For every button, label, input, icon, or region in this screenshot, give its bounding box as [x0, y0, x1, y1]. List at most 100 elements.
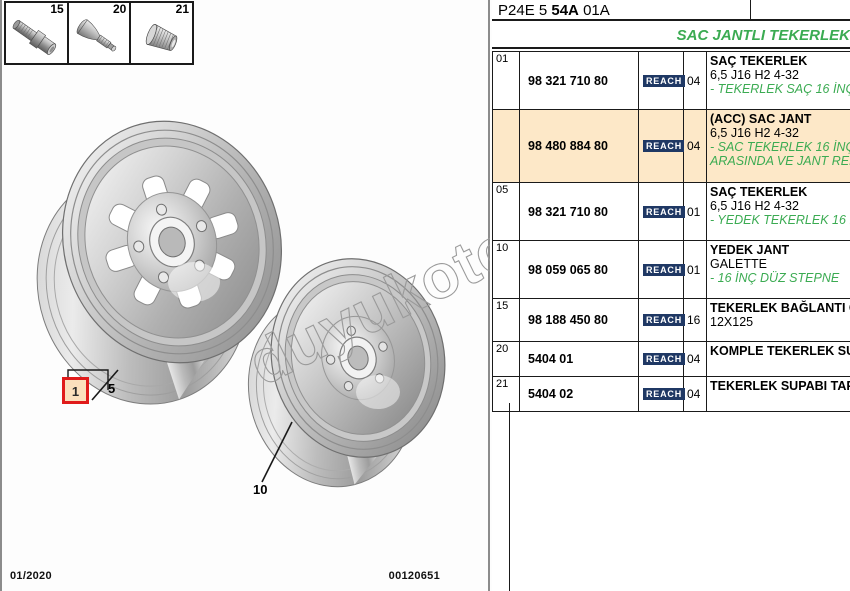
callout-bracket: [67, 369, 109, 390]
row-index-cell: 01: [492, 51, 520, 110]
inset-cell-valve: 20: [69, 3, 132, 63]
reach-badge: REACH: [643, 263, 686, 276]
header-code-prefix: P24E 5: [498, 2, 552, 19]
footer-date: 01/2020: [10, 570, 52, 582]
desc-spec: 6,5 J16 H2 4-32: [710, 126, 799, 140]
row-reach-cell: REACH: [638, 51, 686, 110]
part-number: 5404 02: [528, 387, 574, 401]
header-code-bar: P24E 5 54A 01A: [492, 0, 850, 21]
steel-wheel-front: [36, 120, 283, 405]
small-parts-inset: 15: [4, 1, 194, 65]
row-partnumber-cell[interactable]: 98 321 710 80: [519, 51, 639, 110]
row-qty-cell: 04: [683, 51, 707, 110]
part-number: 98 188 450 80: [528, 313, 608, 327]
desc-spec: GALETTE: [710, 257, 767, 271]
tire-valve-icon: [76, 19, 116, 52]
inset-number: 20: [112, 2, 127, 16]
reach-badge: REACH: [643, 388, 686, 400]
inset-cell-valve-cap: 21: [131, 3, 192, 63]
reach-badge: REACH: [643, 205, 686, 218]
row-qty-cell: 16: [683, 298, 707, 342]
inset-number: 21: [175, 2, 190, 16]
desc-spec: 6,5 J16 H2 4-32: [710, 68, 799, 82]
desc-title: TEKERLEK BAĞLANTI CIVATASI: [710, 301, 850, 315]
wheel-bolt-icon: [12, 19, 57, 55]
row-qty-cell: 04: [683, 376, 707, 412]
row-partnumber-cell[interactable]: 98 188 450 80: [519, 298, 639, 342]
desc-note: - TEKERLEK SAÇ 16 İNÇ SİYAH: [710, 82, 850, 96]
table-bottom-divider: [509, 403, 510, 591]
desc-note: - SAC TEKERLEK 16 İNÇ STYLE VE: [710, 140, 850, 154]
valve-cap-icon: [146, 23, 178, 51]
reach-badge: REACH: [643, 140, 686, 152]
reach-badge: REACH: [643, 74, 686, 87]
desc-title: YEDEK JANT: [710, 243, 790, 257]
desc-title: SAÇ TEKERLEK: [710, 54, 808, 68]
header-code: P24E 5 54A 01A: [498, 2, 610, 19]
row-index: 20: [496, 343, 509, 355]
inset-number: 15: [50, 2, 64, 16]
quantity: 16: [687, 313, 701, 327]
desc-note-2: ARASINDA VE JANT RENKSİZ VE: [710, 154, 850, 168]
leader-line-1: [91, 369, 119, 401]
row-qty-cell: 01: [683, 182, 707, 241]
row-index-cell: 21: [492, 376, 520, 412]
row-qty-cell: 01: [683, 240, 707, 299]
header-divider: [750, 0, 751, 19]
inset-cell-bolt: 15: [6, 3, 69, 63]
desc-title: TEKERLEK SUPABI TAPASI: [710, 379, 850, 393]
part-number: 98 321 710 80: [528, 204, 608, 219]
desc-title: KOMPLE TEKERLEK SUPABI: [710, 344, 850, 358]
row-reach-cell: REACH: [638, 376, 686, 412]
header-code-suffix: 01A: [578, 2, 610, 19]
row-index: 15: [496, 300, 509, 312]
part-number: 5404 01: [528, 352, 574, 366]
row-description-cell: TEKERLEK BAĞLANTI CIVATASI12X125: [706, 298, 850, 342]
callout-10-label: 10: [253, 482, 268, 497]
desc-spec: 12X125: [710, 315, 754, 329]
row-index-cell: [492, 109, 520, 183]
row-reach-cell: REACH: [638, 298, 686, 342]
part-number: 98 321 710 80: [528, 73, 608, 88]
reach-badge: REACH: [643, 353, 686, 365]
row-partnumber-cell[interactable]: 98 321 710 80: [519, 182, 639, 241]
row-reach-cell: REACH: [638, 341, 686, 377]
row-description-cell: TEKERLEK SUPABI TAPASI: [706, 376, 850, 412]
wheel-illustration: [36, 120, 446, 488]
row-index: 01: [496, 53, 509, 65]
row-partnumber-cell[interactable]: 5404 02: [519, 376, 639, 412]
quantity: 04: [687, 73, 701, 88]
callout-1-label: 1: [71, 384, 80, 399]
row-partnumber-cell[interactable]: 5404 01: [519, 341, 639, 377]
quantity: 04: [687, 387, 701, 401]
row-index: 21: [496, 378, 509, 390]
reach-badge: REACH: [643, 314, 686, 326]
row-partnumber-cell[interactable]: 98 059 065 80: [519, 240, 639, 299]
desc-title: (ACC) SAC JANT: [710, 112, 812, 126]
row-reach-cell: REACH: [638, 109, 686, 183]
leader-line-10: [261, 421, 293, 483]
desc-spec: 6,5 J16 H2 4-32: [710, 199, 799, 213]
row-index-cell: 05: [492, 182, 520, 241]
quantity: 01: [687, 204, 701, 219]
callout-5-label: 5: [108, 381, 116, 396]
part-number: 98 480 884 80: [528, 139, 608, 153]
callout-1-highlighted[interactable]: 1: [62, 377, 89, 404]
row-partnumber-cell[interactable]: 98 480 884 80: [519, 109, 639, 183]
part-number: 98 059 065 80: [528, 262, 608, 277]
desc-title: SAÇ TEKERLEK: [710, 185, 808, 199]
header-code-bold: 54A: [551, 2, 579, 19]
row-index-cell: 10: [492, 240, 520, 299]
